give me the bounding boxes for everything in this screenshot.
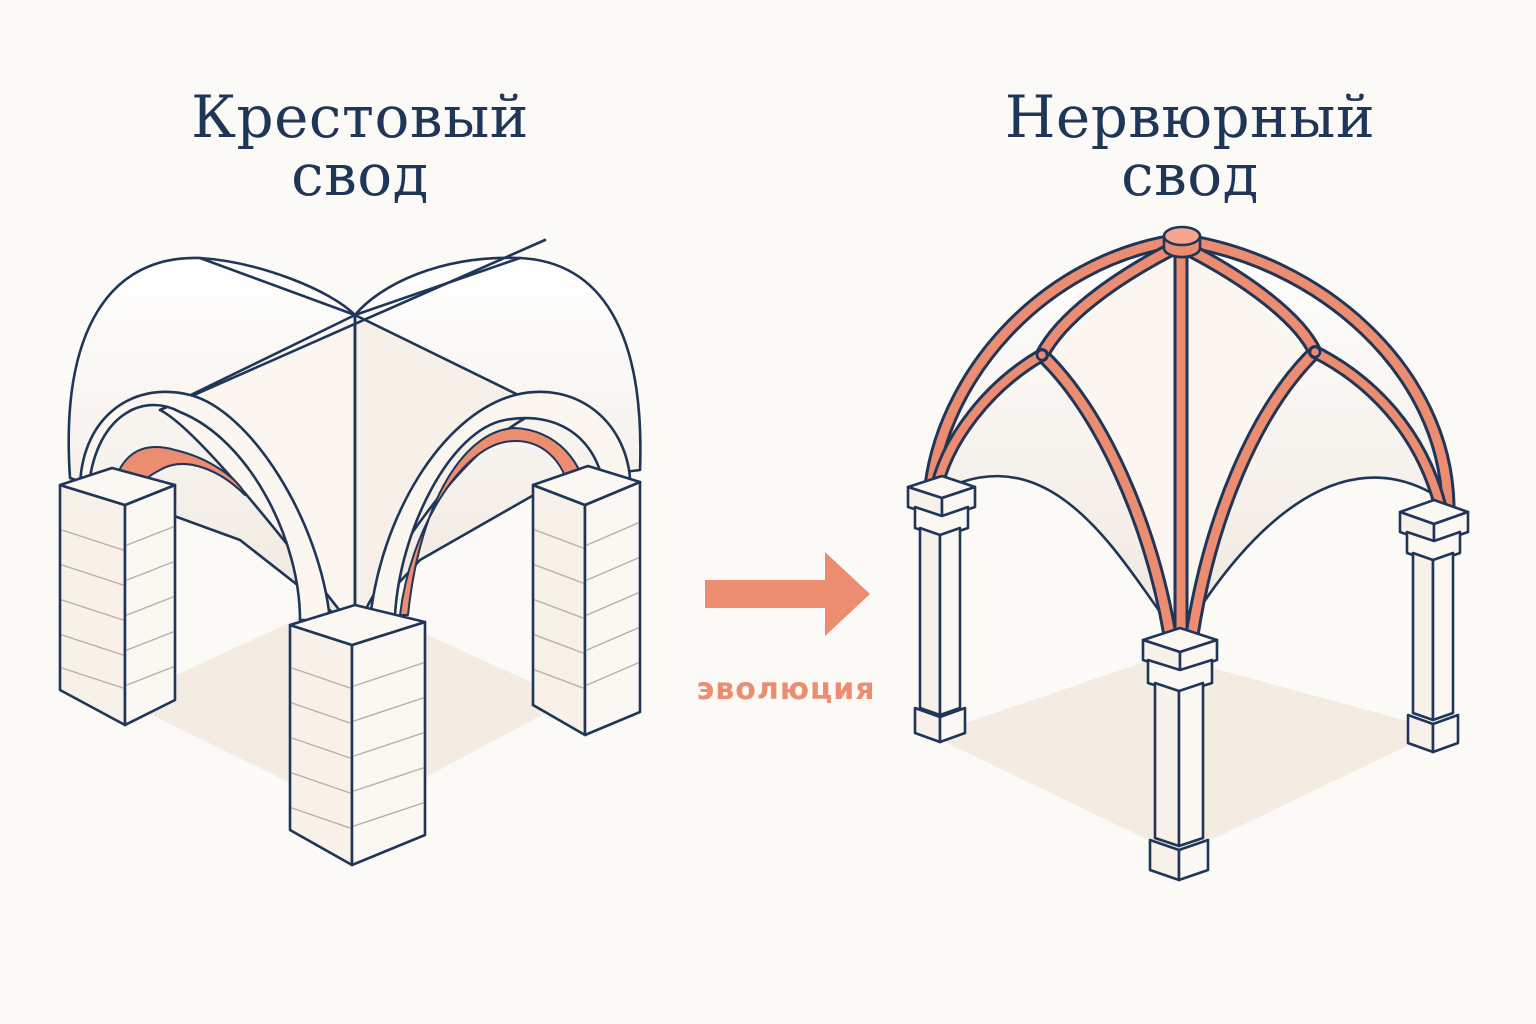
rib-diagonal-left — [1034, 237, 1188, 643]
rib-joint-left — [1035, 348, 1049, 362]
pier-front — [288, 603, 427, 867]
arch-band-right — [368, 390, 632, 622]
column-front — [1141, 626, 1219, 882]
column-left — [906, 474, 977, 744]
groin-ridge-right — [353, 256, 522, 317]
rib-diagonal-right — [1172, 237, 1323, 643]
groin-ridge-left — [198, 256, 357, 317]
pier-right — [531, 464, 642, 737]
rib-outer-right — [1172, 232, 1456, 513]
rib-transverse-right — [1308, 345, 1447, 512]
rib-vault-title: Нервюрный свод — [1004, 83, 1376, 209]
pier-left — [58, 466, 177, 727]
rib-joint-right — [1308, 345, 1322, 359]
arrow-right-icon — [705, 552, 870, 636]
keystone-boss — [1162, 225, 1202, 259]
groin-vault-title: Крестовый свод — [191, 83, 529, 209]
groin-line-1 — [158, 238, 547, 412]
rib-outer-left — [922, 232, 1188, 503]
groin-vault-illustration — [58, 238, 642, 867]
column-right — [1398, 498, 1470, 754]
evolution-label: эволюция — [696, 672, 876, 707]
rib-vault-illustration — [906, 225, 1470, 882]
